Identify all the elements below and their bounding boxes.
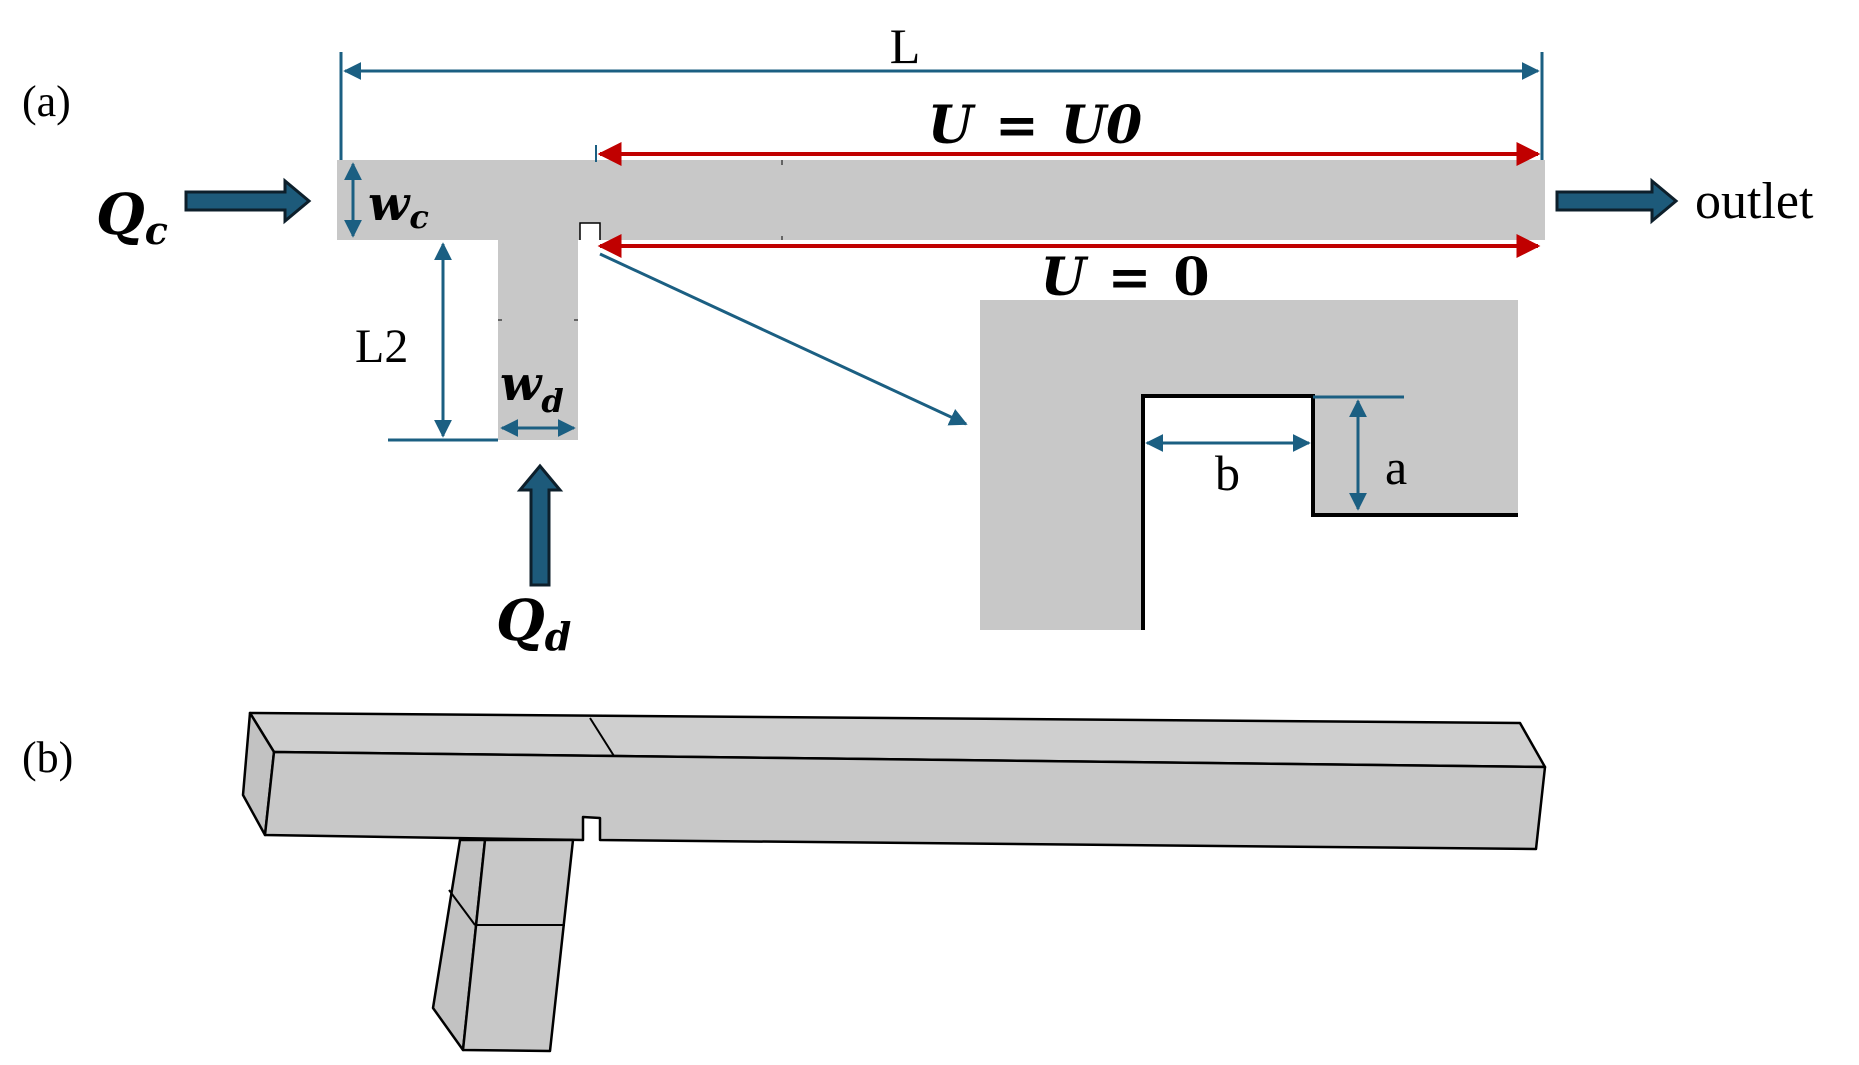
panel-b-label: (b)	[22, 733, 73, 782]
wall-bottom-label: U=0	[1040, 247, 1209, 308]
wall-top-label: U=U0	[928, 95, 1142, 156]
mesh-edge	[589, 717, 615, 757]
L-label: L	[890, 18, 921, 74]
main-channel-front-face	[263, 750, 1547, 851]
outlet-arrow	[1555, 177, 1679, 225]
inset-notch-cut	[1143, 396, 1313, 630]
outlet: outlet	[1555, 173, 1814, 230]
inset-lower-right-cut	[1313, 515, 1518, 630]
inset-a-label: a	[1385, 439, 1407, 495]
inlet-c-arrow	[184, 177, 312, 225]
dimension-wc: wc	[344, 162, 429, 238]
dimension-L: L	[339, 18, 1544, 160]
L2-label: L2	[355, 320, 408, 373]
wd-label: wd	[500, 356, 564, 420]
notch-cut	[580, 223, 600, 240]
side-channel-front-face	[461, 838, 575, 1053]
wall-top-bc: U=U0	[595, 95, 1541, 166]
panel-b: (b)	[22, 711, 1547, 1053]
notch-edge	[579, 222, 601, 240]
inlet-c-label: Qc	[96, 182, 168, 253]
panel-a-label: (a)	[22, 77, 71, 126]
inlet-d-arrow	[516, 463, 564, 587]
inset-b-label: b	[1215, 445, 1240, 501]
dimension-wd: wd	[500, 356, 576, 437]
inlet-c: Qc	[96, 177, 312, 253]
side-channel	[498, 240, 578, 440]
channel-top-view	[337, 160, 1545, 440]
channel-3d-view	[241, 711, 1547, 1053]
panel-a: (a) L U=U0 U=0	[22, 18, 1814, 659]
dimension-L2: L2	[355, 242, 498, 442]
inlet-d-label: Qd	[496, 588, 571, 659]
inlet-d: Qd	[496, 463, 571, 659]
outlet-label: outlet	[1695, 173, 1814, 230]
mesh-edge	[448, 889, 476, 926]
zoom-leader-arrow	[599, 252, 968, 426]
notch-inset: a b	[980, 300, 1518, 630]
wall-bottom-bc: U=0	[597, 234, 1541, 308]
wc-label: wc	[368, 176, 429, 236]
main-channel	[337, 160, 1545, 240]
